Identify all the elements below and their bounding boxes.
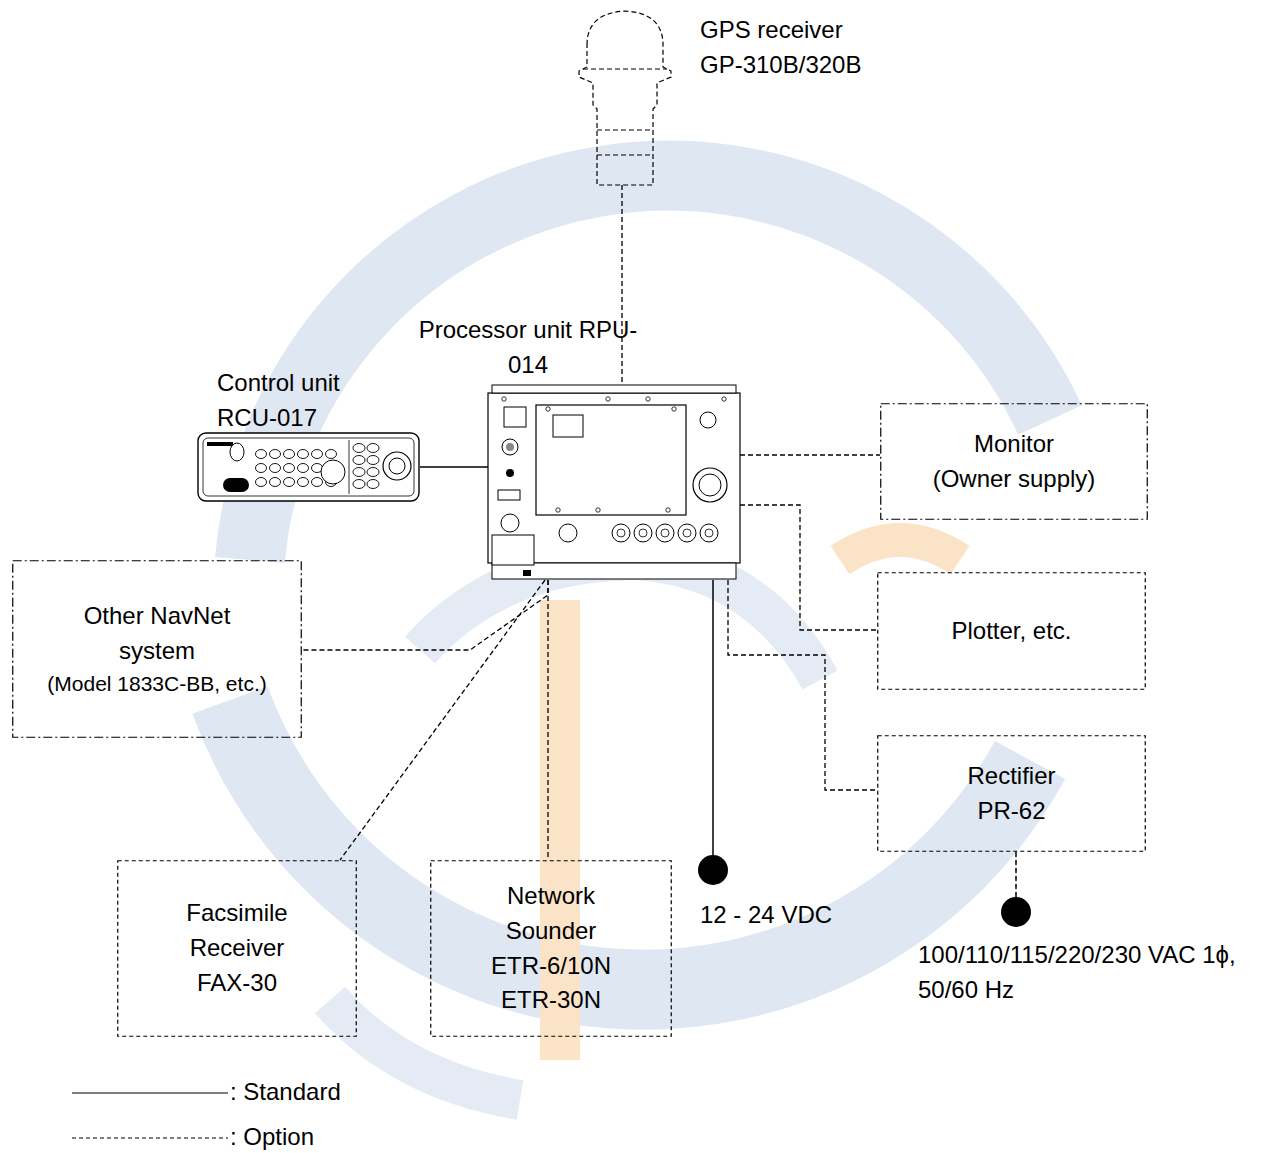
option-box: Plotter, etc.: [877, 572, 1146, 690]
cable-connector: [420, 466, 488, 467]
box-border: [118, 861, 357, 1037]
box-text: Rectifier PR-62: [952, 759, 1072, 829]
ac-power-cable: [1015, 852, 1017, 898]
power-terminal: [698, 855, 728, 885]
option-box: Monitor(Owner supply): [880, 403, 1148, 520]
unit-outline: [488, 385, 740, 580]
unit-outline: [197, 432, 420, 502]
cable-connector: [340, 580, 545, 860]
power-label: 100/110/115/220/230 VAC 1ϕ, 50/60 Hz: [918, 938, 1263, 1008]
box-border: [13, 561, 302, 738]
legend-line: [72, 1092, 228, 1093]
unit-label: Control unit RCU-017: [217, 366, 397, 436]
unit-label: GPS receiver GP-310B/320B: [700, 13, 890, 83]
box-text: Plotter, etc.: [892, 614, 1132, 649]
box-border: [881, 404, 1148, 520]
box-border: [878, 573, 1146, 690]
legend-text: : Standard: [230, 1078, 341, 1106]
box-text: Monitor: [894, 427, 1134, 462]
legend-line: [72, 1137, 228, 1138]
option-box: Network Sounder ETR-6/10N ETR-30N: [430, 860, 672, 1037]
dc-power-cable: [712, 580, 714, 858]
cable-connector: [302, 580, 548, 650]
unit-label: Processor unit RPU-014: [408, 313, 648, 383]
box-border: [878, 736, 1146, 852]
cable-connector: [740, 454, 880, 455]
equipment-unit: Control unit RCU-017: [197, 432, 420, 502]
cable-connector: [547, 580, 548, 860]
unit-outline: [877, 735, 1146, 852]
option-box: Facsimile Receiver FAX-30: [117, 860, 357, 1037]
box-text: (Model 1833C-BB, etc.): [17, 669, 297, 699]
cable-connector: [621, 185, 622, 385]
equipment-unit: Processor unit RPU-014: [488, 385, 740, 580]
power-label: 12 - 24 VDC: [700, 898, 900, 933]
box-border: [431, 861, 672, 1037]
legend-text: : Option: [230, 1123, 314, 1151]
option-box: Other NavNet system(Model 1833C-BB, etc.…: [12, 560, 302, 738]
box-text: Facsimile Receiver FAX-30: [170, 896, 305, 1000]
option-box: Rectifier PR-62: [877, 735, 1146, 852]
box-text: (Owner supply): [894, 462, 1134, 497]
unit-outline: [565, 5, 685, 185]
cable-connector: [728, 580, 877, 790]
box-text: Other NavNet system: [67, 599, 247, 669]
equipment-unit: GPS receiver GP-310B/320B: [565, 5, 685, 185]
power-terminal: [1001, 897, 1031, 927]
cable-connector: [740, 505, 877, 630]
box-text: Network Sounder ETR-6/10N ETR-30N: [484, 879, 619, 1018]
unit-outline: [880, 403, 1148, 520]
